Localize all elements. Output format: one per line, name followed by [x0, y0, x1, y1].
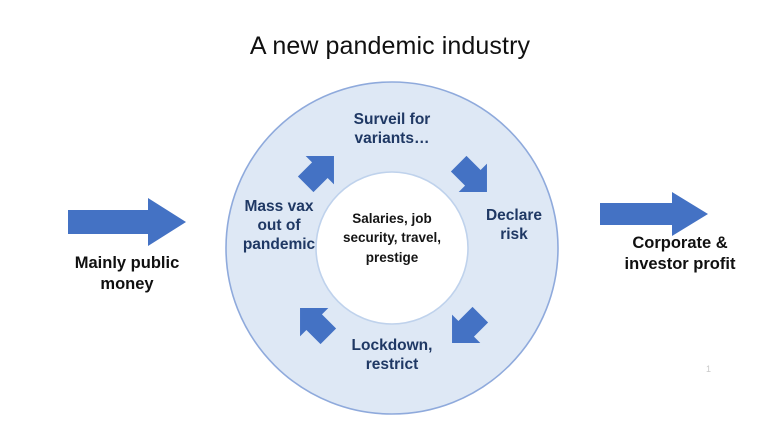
outflow-caption: Corporate &investor profit [624, 234, 736, 274]
page-title: A new pandemic industry [249, 32, 531, 60]
top-left-curved-arrow-icon [297, 156, 334, 193]
inflow-arrow-icon [66, 196, 188, 248]
cycle-stage-label-bottom: Lockdown,restrict [351, 337, 433, 374]
slide-number: 1 [706, 364, 712, 374]
outflow-arrow-icon [598, 190, 710, 238]
bottom-right-curved-arrow-icon [452, 306, 489, 343]
hub-circle-shape [315, 171, 469, 325]
bottom-left-curved-arrow-icon [300, 308, 337, 345]
top-right-curved-arrow-icon [450, 155, 487, 192]
